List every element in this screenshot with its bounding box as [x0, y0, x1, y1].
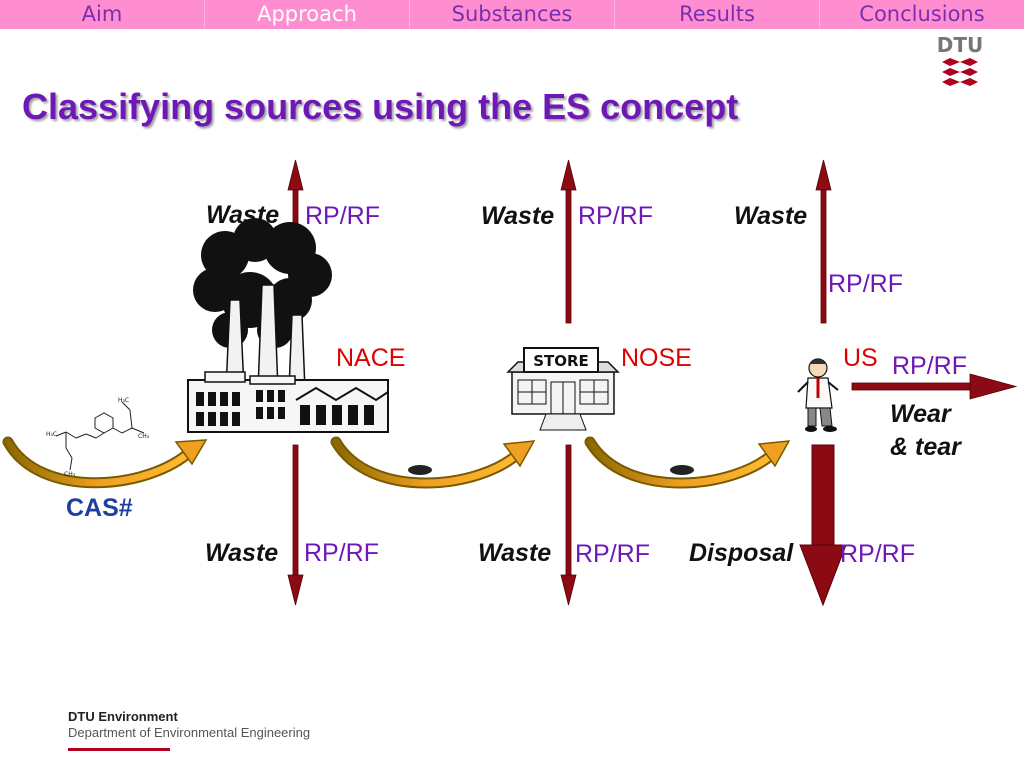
svg-text:H₃C: H₃C [118, 397, 129, 404]
waste-label: Waste [734, 202, 808, 230]
disposal-label: Disposal [689, 539, 794, 567]
store-icon: STORE [506, 347, 620, 431]
wear-line1: Wear [890, 400, 951, 428]
tab-substances[interactable]: Substances [410, 0, 615, 29]
arrow-store-down [560, 444, 577, 606]
dtu-logo: DTU [938, 33, 982, 86]
dtu-logo-text: DTU [938, 33, 982, 57]
waste-label: Waste [478, 539, 552, 567]
arrow-industry-down [287, 444, 304, 606]
arrow-store-up [560, 159, 577, 324]
svg-text:CH₃: CH₃ [138, 433, 150, 440]
wear-label: Wear & tear [890, 398, 961, 463]
hand-icon [408, 465, 432, 475]
wear-line2: & tear [890, 432, 961, 461]
store-sign-text: STORE [533, 352, 589, 370]
svg-text:CH₃: CH₃ [64, 471, 76, 478]
top-nav: Aim Approach Substances Results Conclusi… [0, 0, 1024, 29]
factory-icon [187, 218, 389, 433]
tab-results[interactable]: Results [615, 0, 820, 29]
svg-text:H₃C: H₃C [46, 431, 57, 438]
tab-approach[interactable]: Approach [205, 0, 410, 29]
rprf-label: RP/RF [840, 540, 915, 568]
rprf-label: RP/RF [578, 202, 653, 230]
tab-conclusions[interactable]: Conclusions [859, 2, 985, 26]
waste-label: Waste [481, 202, 555, 230]
flow-arrow-industry-to-store [330, 436, 536, 489]
waste-label: Waste [205, 539, 279, 567]
footer-dept: Department of Environmental Engineering [68, 725, 311, 740]
footer: DTU Environment Department of Environmen… [68, 709, 310, 751]
arrow-industry-up [287, 159, 304, 231]
rprf-label: RP/RF [305, 202, 380, 230]
chemical-structure-icon: H₃C H₃C CH₃ CH₃ [46, 397, 150, 478]
footer-divider [68, 748, 170, 751]
waste-label: Waste [206, 201, 280, 229]
rprf-label: RP/RF [575, 540, 650, 568]
us-label: US [843, 344, 878, 372]
flow-arrow-cas-to-industry [2, 436, 208, 489]
arrow-disposal-down [799, 444, 847, 607]
nace-label: NACE [336, 344, 406, 372]
nose-label: NOSE [621, 344, 692, 372]
cas-label: CAS# [66, 494, 133, 522]
tab-aim[interactable]: Aim [0, 0, 205, 29]
page-title: Classifying sources using the ES concept [22, 86, 739, 127]
rprf-label: RP/RF [304, 539, 379, 567]
arrow-user-up [815, 159, 832, 324]
flow-arrow-store-to-user [584, 436, 791, 489]
person-icon [797, 358, 839, 432]
rprf-label: RP/RF [892, 352, 967, 380]
arrow-wear-right [851, 373, 1018, 400]
footer-org: DTU Environment [68, 709, 178, 724]
rprf-label: RP/RF [828, 270, 903, 298]
hand-icon [670, 465, 694, 475]
